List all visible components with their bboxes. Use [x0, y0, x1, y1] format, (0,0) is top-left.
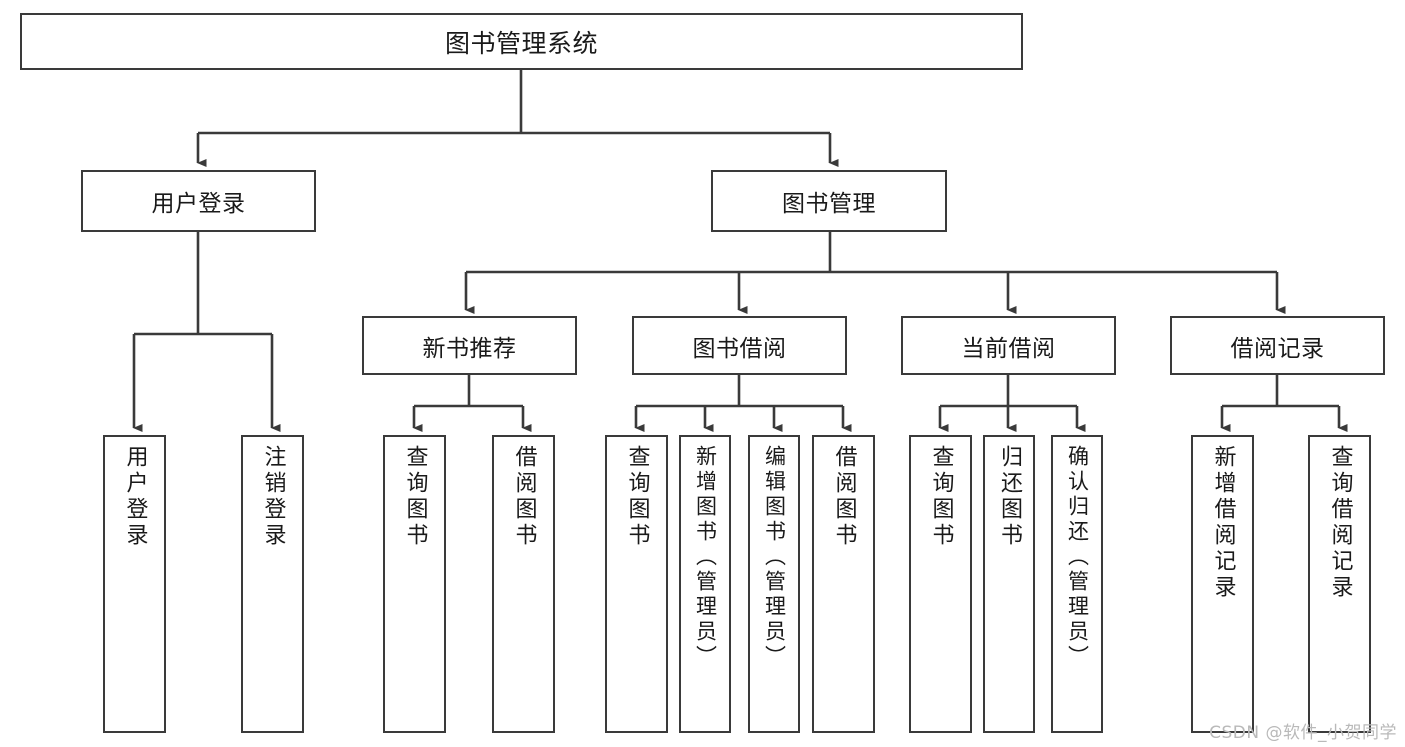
leaf-user-login-signout[interactable]: 注销登录 — [241, 435, 304, 733]
node-label: 用户登录 — [122, 445, 148, 549]
node-label: 借阅图书 — [831, 445, 857, 549]
leaf-new-book-borrow[interactable]: 借阅图书 — [492, 435, 555, 733]
node-new-book-recommend[interactable]: 新书推荐 — [362, 316, 577, 375]
watermark-csdn: CSDN @软件_小贺同学 — [1209, 723, 1397, 743]
node-label: 查询图书 — [624, 445, 650, 549]
node-label: 编辑图书（管理员） — [762, 445, 787, 670]
node-label: 图书管理系统 — [444, 28, 598, 58]
node-current-borrow[interactable]: 当前借阅 — [901, 316, 1116, 375]
node-label: 借阅图书 — [511, 445, 537, 549]
node-book-management[interactable]: 图书管理 — [711, 170, 947, 232]
leaf-current-query-book[interactable]: 查询图书 — [909, 435, 972, 733]
node-label: 查询借阅记录 — [1327, 445, 1353, 601]
node-label: 图书借阅 — [692, 335, 787, 362]
node-label: 注销登录 — [260, 445, 286, 549]
leaf-borrow-add-book-admin[interactable]: 新增图书（管理员） — [679, 435, 731, 733]
node-label: 新增图书（管理员） — [693, 445, 718, 670]
node-label: 新书推荐 — [422, 335, 517, 362]
leaf-borrow-query-book[interactable]: 查询图书 — [605, 435, 668, 733]
node-label: 图书管理 — [782, 191, 876, 217]
node-user-login[interactable]: 用户登录 — [81, 170, 316, 232]
node-label: 确认归还（管理员） — [1065, 445, 1090, 670]
node-label: 新增借阅记录 — [1210, 445, 1236, 601]
node-borrow-record[interactable]: 借阅记录 — [1170, 316, 1385, 375]
leaf-user-login-signin[interactable]: 用户登录 — [103, 435, 166, 733]
leaf-current-return-book[interactable]: 归还图书 — [983, 435, 1035, 733]
node-label: 借阅记录 — [1230, 335, 1325, 362]
leaf-borrow-borrow-book[interactable]: 借阅图书 — [812, 435, 875, 733]
node-root-library-system[interactable]: 图书管理系统 — [20, 13, 1023, 70]
node-label: 归还图书 — [997, 445, 1022, 549]
node-label: 查询图书 — [928, 445, 954, 549]
node-label: 用户登录 — [151, 191, 246, 217]
leaf-borrow-edit-book-admin[interactable]: 编辑图书（管理员） — [748, 435, 800, 733]
node-label: 查询图书 — [402, 445, 428, 549]
node-label: 当前借阅 — [961, 335, 1056, 362]
node-book-borrow[interactable]: 图书借阅 — [632, 316, 847, 375]
leaf-current-confirm-return-admin[interactable]: 确认归还（管理员） — [1051, 435, 1103, 733]
leaf-new-book-query[interactable]: 查询图书 — [383, 435, 446, 733]
leaf-record-add-borrow-record[interactable]: 新增借阅记录 — [1191, 435, 1254, 733]
leaf-record-query-borrow-record[interactable]: 查询借阅记录 — [1308, 435, 1371, 733]
